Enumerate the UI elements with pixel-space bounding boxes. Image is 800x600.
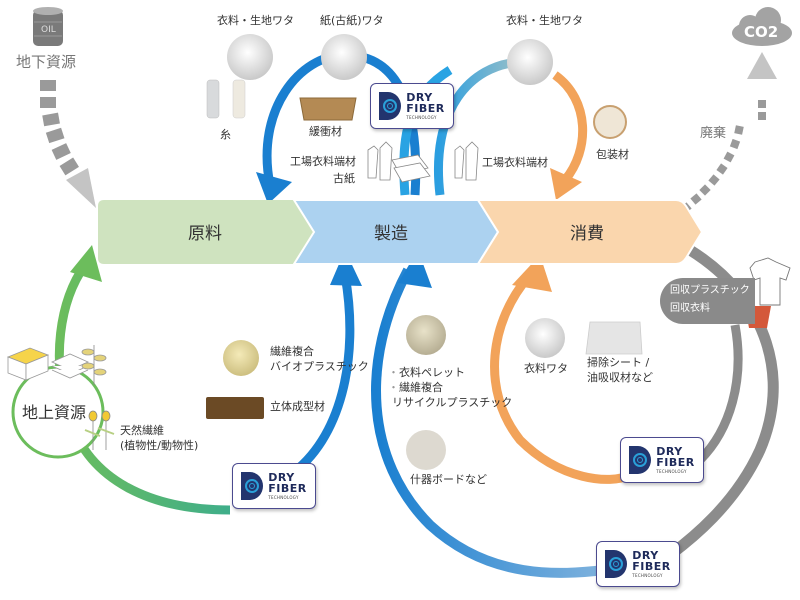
tshirt-icon: [749, 257, 791, 306]
bullet-clothing-pellet: ・衣料ペレット: [388, 366, 465, 379]
plant-icon: [81, 345, 107, 385]
recovery-clothing-label: 回収衣料: [670, 303, 710, 314]
clothing-wadding-photo: [525, 318, 565, 358]
loop-top-left-arrowhead: [256, 172, 292, 204]
loop-recycle-inner-arc: [696, 324, 743, 464]
logo-text-technology: TECHNOLOGY: [406, 115, 437, 120]
logo-text-dry: DRY: [406, 91, 433, 104]
clothing-pellet-photo: [406, 315, 446, 355]
loop-bottom-center-arrowhead: [398, 250, 432, 288]
dry-fiber-logo-bottom-right: DRY FIBER TECHNOLOGY: [596, 541, 680, 587]
recovery-badge: 回収プラスチック 回収衣料: [660, 278, 755, 324]
thread-spool-1: [206, 79, 220, 119]
oil-drum-icon: [33, 7, 63, 46]
stage-chevron-raw: [98, 200, 316, 264]
stage-manufacture-label: 製造: [374, 224, 408, 244]
packaging-photo: [593, 105, 627, 139]
disposal-dotted-arrow: [680, 52, 777, 214]
co2-cloud-icon: [732, 7, 792, 46]
loop-green-arrowhead: [70, 245, 102, 282]
bio-plastic-line-2: バイオプラスチック: [270, 359, 369, 373]
underground-resource-label: 地下資源: [16, 53, 77, 71]
loop-bottom-center-arc: [371, 267, 606, 578]
cotton-photo-1: [227, 34, 273, 80]
cotton-photo-2: [507, 39, 553, 85]
recovery-plastic-label: 回収プラスチック: [670, 285, 750, 296]
loop-top-right-arrowhead: [550, 168, 582, 200]
loop-bottom-right-arc: [490, 272, 633, 484]
logo-text-technology: TECHNOLOGY: [656, 469, 687, 474]
disposal-label: 廃棄: [700, 126, 727, 141]
molded-material-photo: [206, 397, 264, 419]
factory-offcut-label-1: 工場衣料端材: [290, 155, 356, 168]
clothing-wadding-label: 衣料ワタ: [524, 362, 568, 375]
logo-text-fiber: FIBER: [656, 456, 695, 469]
factory-offcut-icon-2: [454, 141, 479, 181]
dry-fiber-logo-right: DRY FIBER TECHNOLOGY: [620, 437, 704, 483]
cotton-label-2: 衣料・生地ワタ: [506, 14, 583, 27]
logo-text-dry: DRY: [656, 445, 683, 458]
dry-fiber-mark-icon: [241, 472, 264, 500]
cushioning-label: 緩衝材: [309, 125, 342, 138]
loop-bottom-left-arrowhead: [330, 250, 362, 286]
bio-plastic-label: 繊維複合 バイオプラスチック: [270, 345, 369, 375]
cleaning-sheet-label: 掃除シート / 油吸収材など: [587, 356, 653, 386]
bio-plastic-line-1: 繊維複合: [270, 345, 314, 358]
natural-fiber-plant-icon: [84, 410, 115, 450]
dry-fiber-logo-bottom-left: DRY FIBER TECHNOLOGY: [232, 463, 316, 509]
dry-fiber-logo-top: DRY FIBER TECHNOLOGY: [370, 83, 454, 129]
logo-text-technology: TECHNOLOGY: [268, 495, 299, 500]
thread-spool-2: [232, 79, 246, 119]
underground-dotted-arrow: [40, 80, 96, 208]
stage-consume-label: 消費: [570, 224, 604, 244]
stage-chevron-consume: [476, 199, 704, 265]
dry-fiber-mark-icon: [605, 550, 628, 578]
recycled-plastic-line: リサイクルプラスチック: [392, 395, 513, 409]
logo-text-dry: DRY: [268, 471, 295, 484]
paper-cotton-label: 紙(古紙)ワタ: [320, 14, 384, 27]
cleaning-sheet-photo: [585, 321, 643, 355]
bullet-fiber-composite: ・繊維複合: [388, 380, 443, 394]
oil-drum-label: OIL: [41, 25, 56, 35]
waste-paper-icon: [391, 154, 431, 183]
fixture-board-label: 什器ボードなど: [410, 473, 487, 486]
surface-resource-label: 地上資源: [22, 403, 87, 422]
pellet-recycled-plastic-label: ・衣料ペレット ・繊維複合 リサイクルプラスチック: [388, 366, 512, 411]
cleaning-sheet-line-2: 油吸収材など: [587, 370, 653, 384]
logo-text-technology: TECHNOLOGY: [632, 573, 663, 578]
cotton-label-1: 衣料・生地ワタ: [217, 14, 294, 27]
paper-cotton-photo: [321, 34, 367, 80]
packaging-label: 包装材: [596, 148, 629, 161]
molded-material-label: 立体成型材: [270, 400, 325, 413]
logo-text-fiber: FIBER: [406, 102, 445, 115]
logo-text-dry: DRY: [632, 549, 659, 562]
factory-offcut-label-2: 工場衣料端材: [482, 156, 548, 169]
loop-top-right-arc: [434, 57, 521, 196]
bio-plastic-photo: [223, 340, 259, 376]
co2-label: CO2: [744, 23, 779, 41]
grain-box-icon: [6, 347, 50, 381]
factory-offcut-icon-1: [367, 141, 393, 181]
dry-fiber-mark-icon: [379, 92, 402, 120]
loop-top-right-orange-arc: [552, 71, 588, 183]
natural-fiber-line-1: 天然繊維: [120, 424, 164, 437]
dry-fiber-mark-icon: [629, 446, 652, 474]
logo-text-fiber: FIBER: [632, 560, 671, 573]
logo-text-fiber: FIBER: [268, 482, 307, 495]
cushioning-photo: [299, 97, 357, 121]
paper-stack-icon: [51, 353, 89, 379]
fixture-board-photo: [406, 430, 446, 470]
natural-fiber-line-2: (植物性/動物性): [120, 438, 199, 452]
waste-paper-label: 古紙: [333, 172, 355, 185]
natural-fiber-label: 天然繊維 (植物性/動物性): [120, 424, 198, 454]
loop-bottom-left-arc: [287, 274, 355, 479]
thread-label: 糸: [220, 128, 231, 141]
stage-raw-material-label: 原料: [188, 224, 222, 244]
cleaning-sheet-line-1: 掃除シート /: [587, 356, 650, 369]
